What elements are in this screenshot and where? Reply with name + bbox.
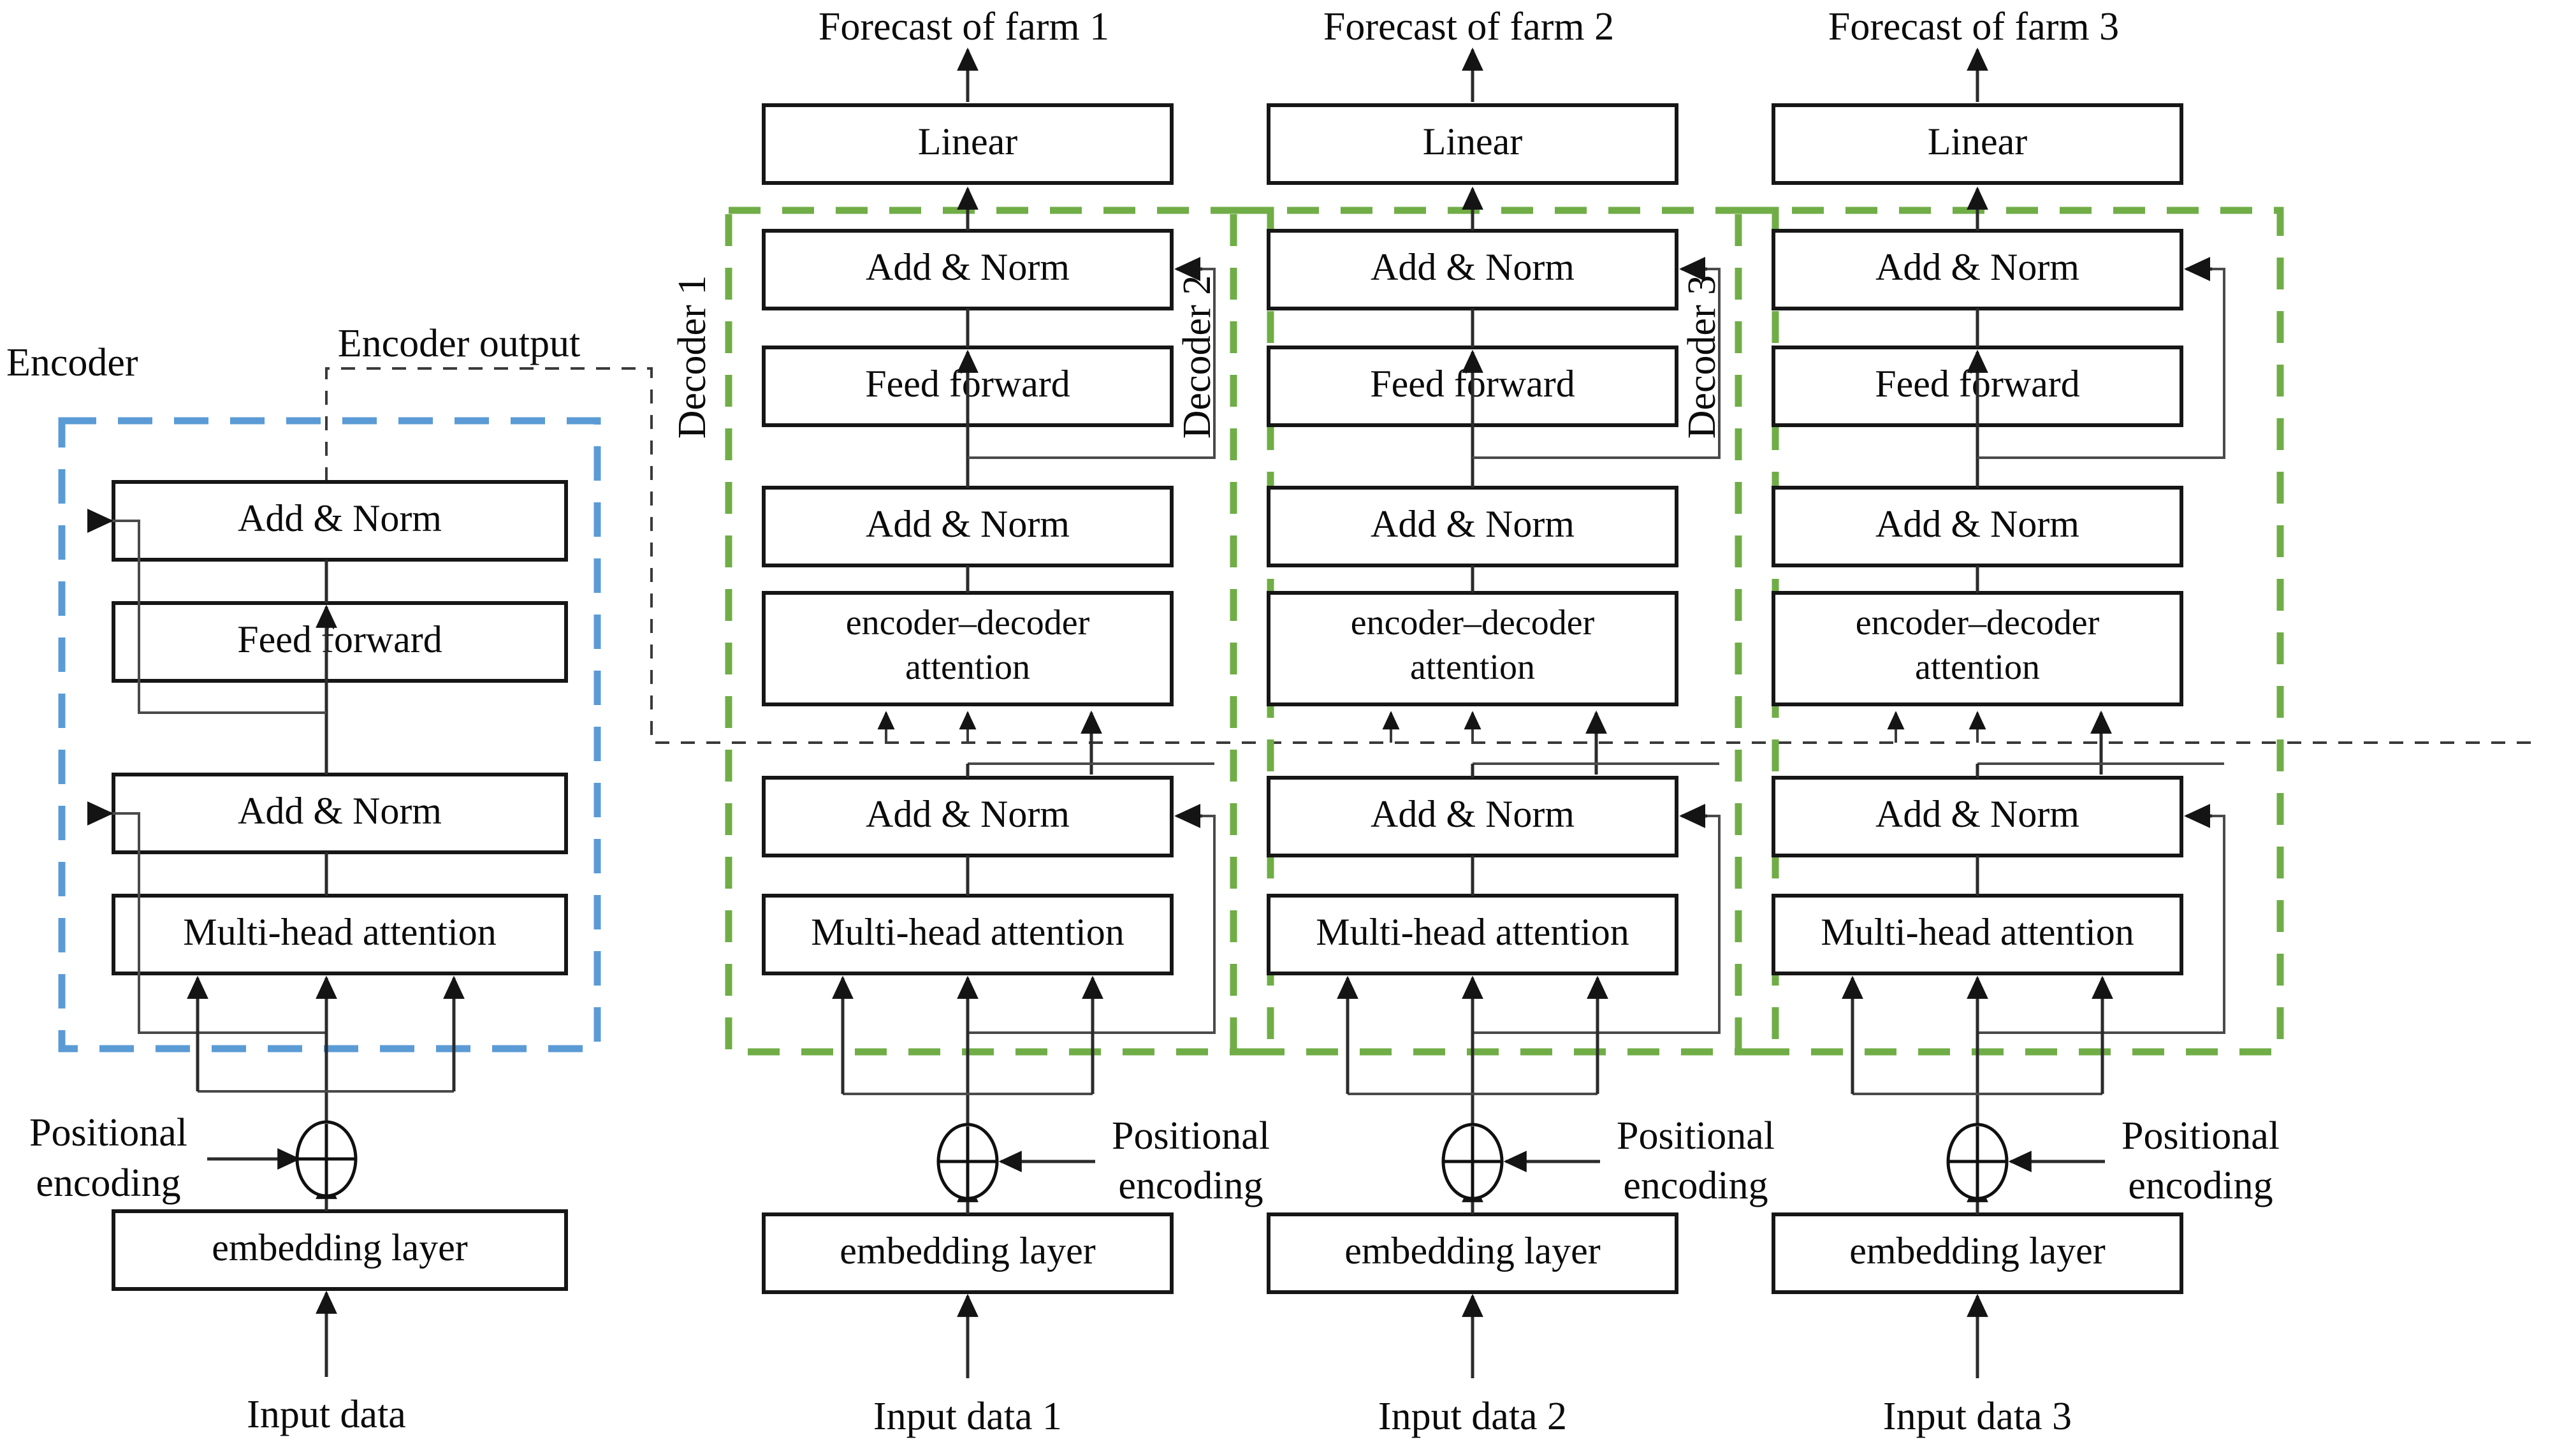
block-dec2-add-norm-2[interactable] <box>1267 486 1678 567</box>
dec2-positional-add-node <box>1441 1123 1504 1200</box>
block-dec1-add-norm-1-label: Add & Norm <box>866 793 1070 835</box>
decoder-3-group-label: Decoder 3 <box>1680 275 1724 439</box>
decoder-3-free-labels: Positional encoding Input data 3 <box>1883 1114 2280 1438</box>
encoder-output-label: Encoder output <box>338 322 581 365</box>
block-dec2-enc-dec-attention-label-line2: attention <box>1410 648 1535 687</box>
encoder-free-labels: Positional encoding Input data <box>29 1111 406 1436</box>
block-dec2-embedding-label: embedding layer <box>1344 1230 1601 1272</box>
line-enc-residual-1-path <box>110 812 326 1034</box>
encoder-dashed-border <box>58 417 601 1052</box>
block-dec3-linear[interactable] <box>1772 103 2183 185</box>
enc-input-data-label: Input data <box>247 1393 406 1436</box>
block-dec1-enc-dec-attention-label-line2: attention <box>905 648 1030 687</box>
block-enc-feed-forward-label: Feed forward <box>237 618 442 660</box>
block-enc-add-norm-1-label: Add & Norm <box>238 790 442 832</box>
dec1-positional-add-node <box>936 1123 999 1200</box>
block-dec2-add-norm-1[interactable] <box>1267 776 1678 857</box>
block-dec3-linear-label: Linear <box>1928 120 2028 163</box>
block-dec3-add-norm-3[interactable] <box>1772 229 2183 310</box>
block-dec3-enc-dec-attention[interactable] <box>1772 591 2183 706</box>
encoder-group: Encoder <box>6 341 601 1052</box>
decoder-1-group: Decoder 1 Forecast of farm 1 <box>671 5 1274 1056</box>
block-dec1-add-norm-3-label: Add & Norm <box>866 246 1070 288</box>
dec1-input-data-label: Input data 1 <box>873 1395 1062 1438</box>
encoder-output-routing: Encoder output <box>325 322 2540 744</box>
block-dec1-linear-label: Linear <box>918 120 1018 163</box>
decoder-3-dashed-border <box>1735 207 2284 1056</box>
dec1-positional-encoding-label-line2: encoding <box>1118 1164 1263 1207</box>
dec3-positional-encoding-label-line2: encoding <box>2128 1164 2273 1207</box>
block-dec3-add-norm-2-label: Add & Norm <box>1875 503 2079 545</box>
block-dec3-embedding[interactable] <box>1772 1212 2183 1294</box>
block-dec3-add-norm-1-label: Add & Norm <box>1875 793 2079 835</box>
block-enc-add-norm-2-label: Add & Norm <box>238 497 442 539</box>
block-dec2-embedding[interactable] <box>1267 1212 1678 1294</box>
block-dec2-linear[interactable] <box>1267 103 1678 185</box>
block-dec3-multi-head-attention-label: Multi-head attention <box>1821 911 2134 953</box>
block-enc-embedding-label: embedding layer <box>212 1227 468 1269</box>
block-dec2-add-norm-1-label: Add & Norm <box>1371 793 1575 835</box>
block-dec2-add-norm-3-label: Add & Norm <box>1371 246 1575 288</box>
block-dec2-add-norm-2-label: Add & Norm <box>1371 503 1575 545</box>
decoder-3-flow-lines <box>1842 47 2225 1378</box>
block-dec1-linear[interactable] <box>762 103 1174 185</box>
enc-positional-encoding-label-line2: encoding <box>36 1161 180 1205</box>
block-dec2-multi-head-attention-label: Multi-head attention <box>1316 911 1629 953</box>
block-dec1-multi-head-attention[interactable] <box>762 894 1174 975</box>
block-enc-embedding[interactable] <box>112 1209 568 1291</box>
block-enc-add-norm-1[interactable] <box>112 773 568 854</box>
encoder-group-label: Encoder <box>6 341 138 384</box>
block-dec2-multi-head-attention[interactable] <box>1267 894 1678 975</box>
block-dec2-add-norm-3[interactable] <box>1267 229 1678 310</box>
dec1-positional-encoding-label-line1: Positional <box>1112 1114 1270 1158</box>
block-dec3-embedding-label: embedding layer <box>1849 1230 2106 1272</box>
block-enc-feed-forward[interactable] <box>112 601 568 683</box>
block-dec1-add-norm-2-label: Add & Norm <box>866 503 1070 545</box>
decoder-2-flow-lines <box>1337 47 1721 1378</box>
block-enc-multi-head-attention-label: Multi-head attention <box>183 911 497 953</box>
block-dec2-enc-dec-attention[interactable] <box>1267 591 1678 706</box>
encoder-flow-lines <box>87 508 465 1377</box>
decoder-2-forecast-label: Forecast of farm 2 <box>1323 5 1614 48</box>
dec2-input-data-label: Input data 2 <box>1378 1395 1567 1438</box>
decoder-1-group-label: Decoder 1 <box>671 275 714 439</box>
dec2-positional-encoding-label-line2: encoding <box>1623 1164 1768 1207</box>
block-dec2-linear-label: Linear <box>1423 120 1523 163</box>
decoder-2-blocks: Linear Add & Norm Feed forward Add & Nor… <box>1267 103 1678 1294</box>
enc-positional-add-node <box>295 1120 358 1198</box>
dec3-input-data-label: Input data 3 <box>1883 1395 2072 1438</box>
enc-positional-encoding-label-line1: Positional <box>29 1111 187 1154</box>
block-dec2-enc-dec-attention-label-line1: encoder–decoder <box>1351 603 1595 643</box>
block-dec1-embedding-label: embedding layer <box>840 1230 1096 1272</box>
block-dec1-add-norm-2[interactable] <box>762 486 1174 567</box>
encoder-output-dashed-path <box>325 367 2540 744</box>
block-dec1-enc-dec-attention[interactable] <box>762 591 1174 706</box>
dec3-positional-encoding-label-line1: Positional <box>2122 1114 2280 1158</box>
line-enc-residual-2-path <box>110 520 326 714</box>
block-enc-add-norm-2[interactable] <box>112 480 568 562</box>
block-dec3-add-norm-3-label: Add & Norm <box>1875 246 2079 288</box>
block-dec3-enc-dec-attention-label-line1: encoder–decoder <box>1856 603 2100 643</box>
decoder-2-free-labels: Positional encoding Input data 2 <box>1378 1114 1775 1438</box>
block-dec3-enc-dec-attention-label-line2: attention <box>1915 648 2040 687</box>
block-enc-multi-head-attention[interactable] <box>112 894 568 975</box>
decoder-1-forecast-label: Forecast of farm 1 <box>819 5 1109 48</box>
decoder-3-blocks: Linear Add & Norm Feed forward Add & Nor… <box>1772 103 2183 1294</box>
dec3-positional-add-node <box>1946 1123 2009 1200</box>
block-dec1-multi-head-attention-label: Multi-head attention <box>811 911 1125 953</box>
decoder-1-dashed-border <box>725 207 1274 1056</box>
decoder-1-free-labels: Positional encoding Input data 1 <box>873 1114 1270 1438</box>
decoder-3-forecast-label: Forecast of farm 3 <box>1828 5 2119 48</box>
decoder-2-dashed-border <box>1230 207 1779 1056</box>
dec2-positional-encoding-label-line1: Positional <box>1617 1114 1775 1158</box>
decoder-3-group: Decoder 3 Forecast of farm 3 <box>1680 5 2284 1056</box>
decoder-2-group: Decoder 2 Forecast of farm 2 <box>1175 5 1779 1056</box>
decoder-2-group-label: Decoder 2 <box>1175 275 1219 439</box>
encoder-blocks: Add & Norm Feed forward Add & Norm Multi… <box>112 480 568 1291</box>
decoder-1-flow-lines <box>832 47 1216 1378</box>
block-dec1-enc-dec-attention-label-line1: encoder–decoder <box>846 603 1090 643</box>
